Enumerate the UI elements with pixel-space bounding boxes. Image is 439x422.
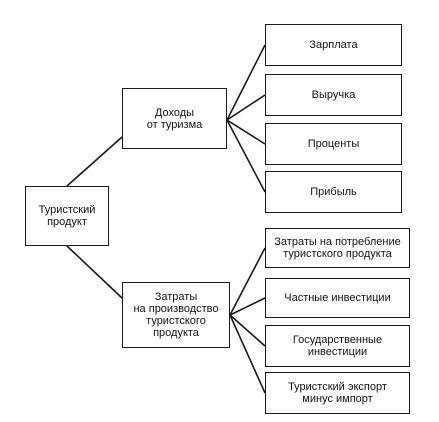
connector-costs-to-consumption bbox=[229, 247, 266, 316]
leaf-node-salary: Зарплата bbox=[265, 24, 402, 66]
connector-costs-to-export bbox=[229, 314, 266, 394]
branch-node-costs: Затраты на производство туристского прод… bbox=[122, 282, 230, 348]
leaf-node-label: Выручка bbox=[311, 89, 356, 101]
leaf-node-export-minus-import: Туристский экспорт минус импорт bbox=[265, 372, 410, 414]
branch-node-income-label: Доходы от туризма bbox=[146, 106, 203, 131]
leaf-node-label: Зарплата bbox=[309, 39, 358, 51]
leaf-node-interest: Проценты bbox=[265, 123, 402, 165]
leaf-node-revenue: Выручка bbox=[265, 74, 402, 116]
connector-costs-to-private bbox=[229, 297, 266, 316]
connector-root-to-costs bbox=[66, 245, 123, 299]
leaf-node-consumption-costs: Затраты на потребление туристского проду… bbox=[265, 228, 410, 268]
connector-income-to-revenue bbox=[226, 94, 266, 121]
leaf-node-profit: Прибыль bbox=[265, 171, 402, 213]
leaf-node-government-investment: Государственные инвестиции bbox=[265, 325, 410, 367]
root-node-label: Туристский продукт bbox=[38, 204, 96, 228]
branch-node-income: Доходы от туризма bbox=[122, 88, 227, 149]
connector-income-to-salary bbox=[226, 44, 266, 121]
leaf-node-label: Туристский экспорт минус импорт bbox=[288, 381, 387, 405]
leaf-node-label: Частные инвестиции bbox=[284, 292, 391, 304]
branch-node-costs-label: Затраты на производство туристского прод… bbox=[133, 291, 219, 339]
root-node: Туристский продукт bbox=[25, 186, 109, 246]
leaf-node-label: Затраты на потребление туристского проду… bbox=[274, 236, 401, 260]
leaf-node-label: Прибыль bbox=[310, 186, 357, 198]
connector-root-to-income bbox=[66, 136, 123, 187]
leaf-node-private-investment: Частные инвестиции bbox=[265, 278, 410, 318]
leaf-node-label: Проценты bbox=[307, 138, 360, 150]
connector-income-to-interest bbox=[226, 119, 266, 145]
connector-income-to-profit bbox=[226, 119, 266, 193]
leaf-node-label: Государственные инвестиции bbox=[292, 334, 383, 358]
connector-costs-to-government bbox=[229, 314, 266, 347]
